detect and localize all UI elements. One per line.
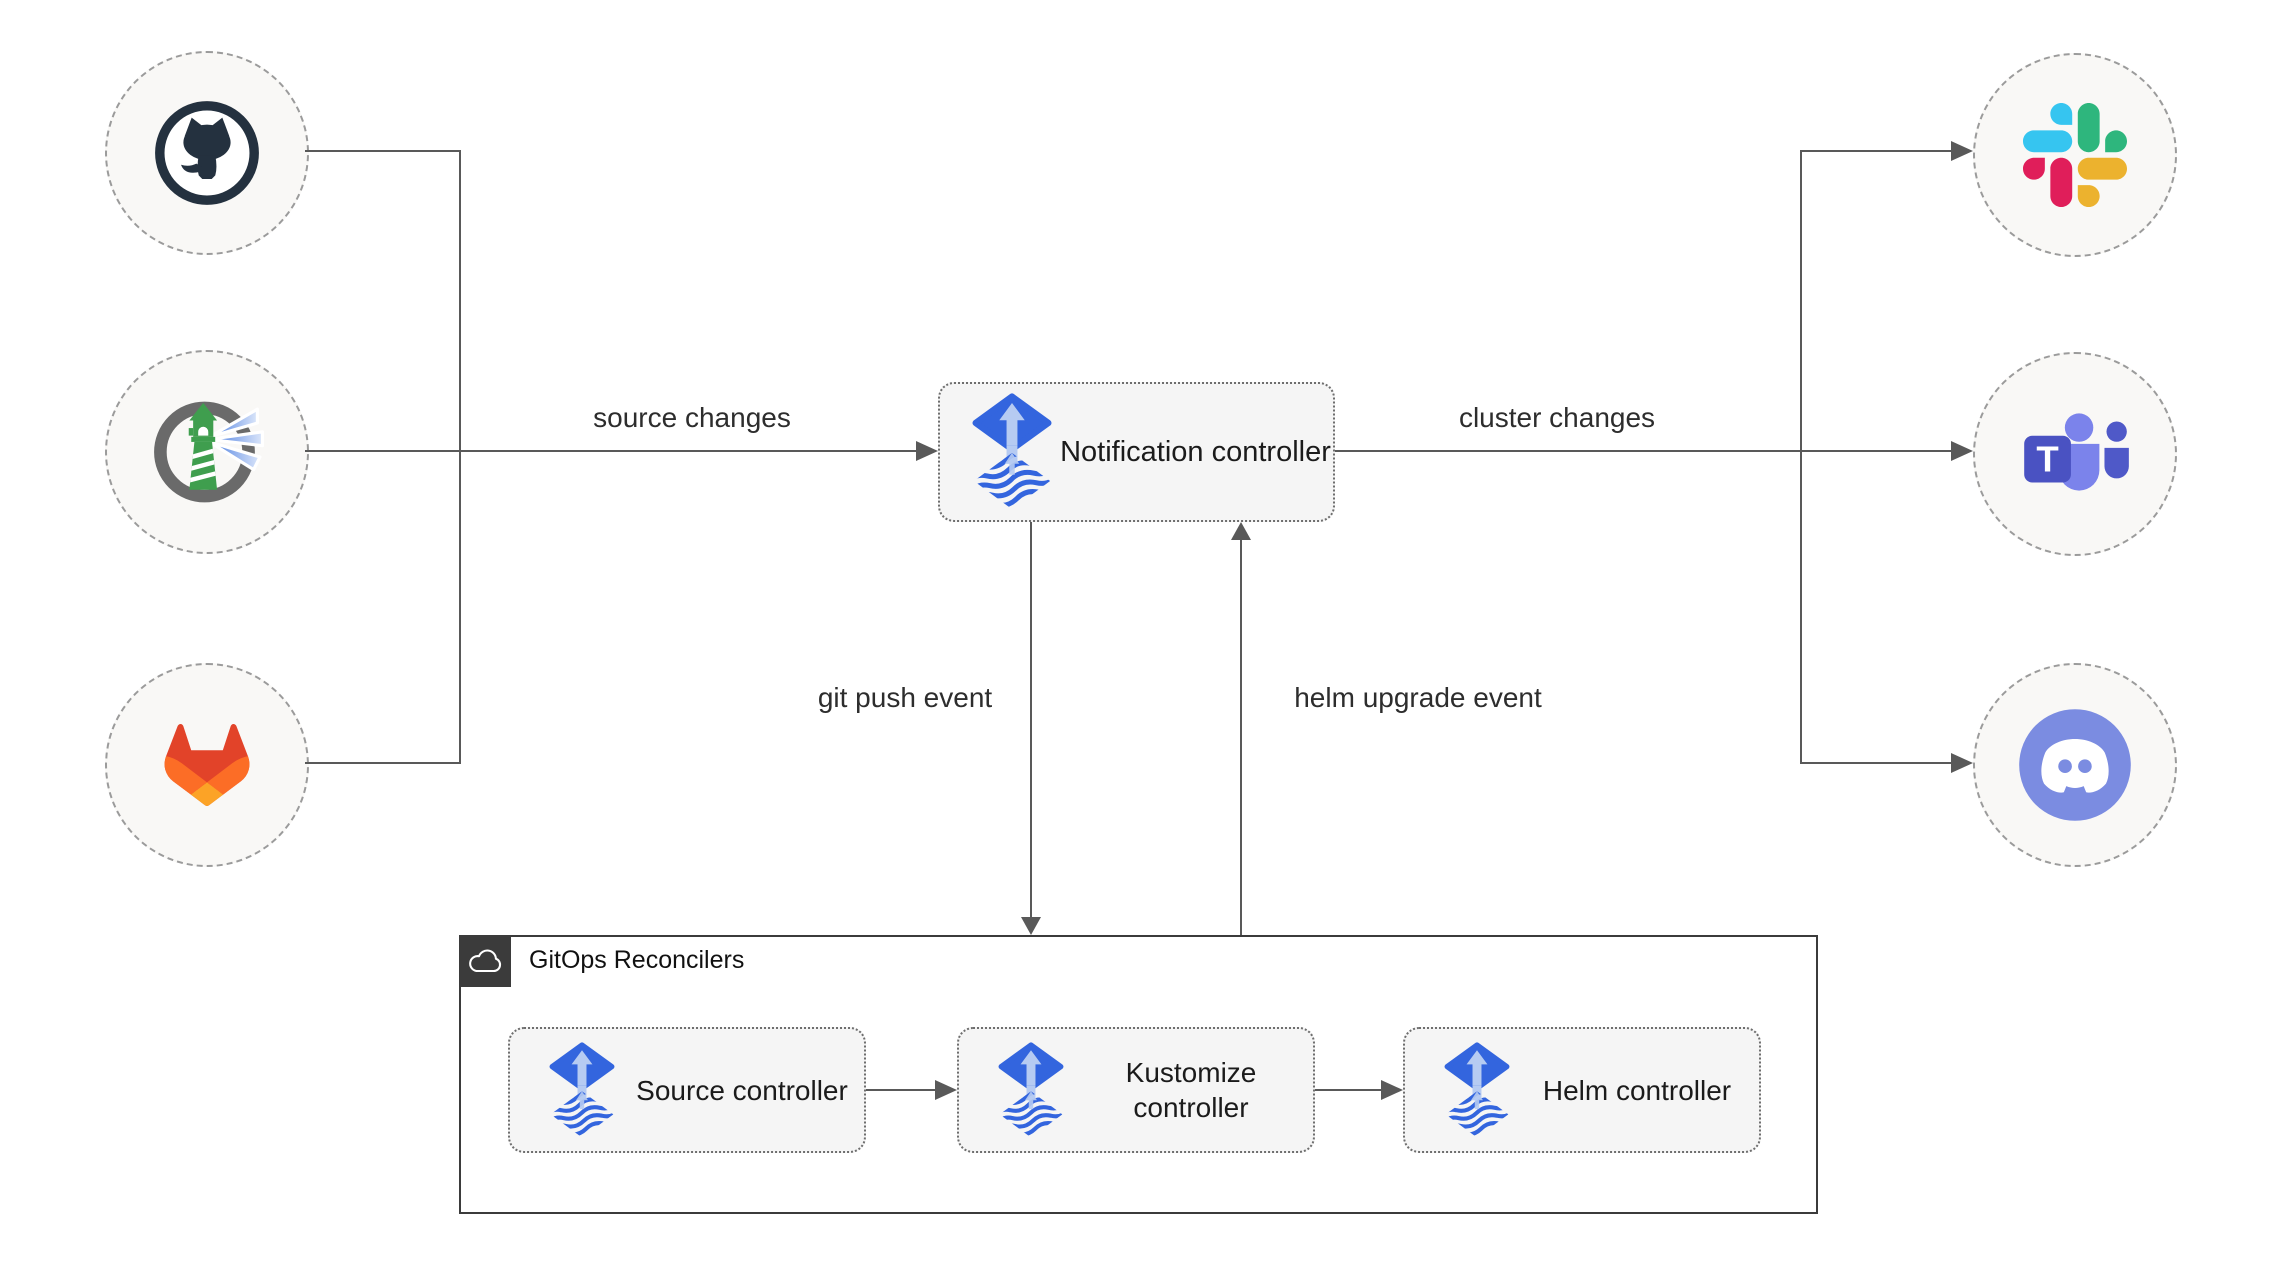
- github-icon: [148, 94, 266, 212]
- arrowhead-into-slack: [1951, 141, 1973, 161]
- kustomize-controller-label: Kustomize controller: [1125, 1057, 1257, 1123]
- gitops-reconcilers-title: GitOps Reconcilers: [529, 946, 745, 974]
- edge-gitlab-to-bus: [305, 762, 460, 764]
- arrowhead-into-helm: [1381, 1080, 1403, 1100]
- edge-github-to-bus: [305, 150, 460, 152]
- source-controller-label: Source controller: [636, 1074, 848, 1106]
- edge-label-cluster-changes: cluster changes: [1458, 402, 1656, 433]
- edge-source-to-kustomize: [866, 1089, 941, 1091]
- edge-label-source-changes: source changes: [593, 402, 791, 433]
- edge-helm-upgrade-event: [1240, 540, 1242, 935]
- notification-controller-box: Notification controller: [938, 382, 1335, 522]
- edge-label-git-push-event: git push event: [817, 682, 993, 713]
- flux-icon: [544, 1042, 620, 1139]
- arrowhead-into-teams: [1951, 441, 1973, 461]
- arrowhead-into-discord: [1951, 753, 1973, 773]
- arrowhead-into-notification-from-helm: [1231, 522, 1251, 540]
- flux-icon: [966, 393, 1058, 511]
- gitops-reconcilers-badge: [459, 935, 511, 987]
- slack-icon: [2023, 103, 2127, 207]
- edge-label-helm-upgrade-event: helm upgrade event: [1294, 682, 1542, 713]
- edge-bus-to-slack: [1800, 150, 1953, 152]
- edge-left-bus: [459, 150, 461, 764]
- edge-git-push-event: [1030, 522, 1032, 920]
- target-node-teams: [1973, 352, 2177, 556]
- edge-right-bus: [1800, 150, 1802, 764]
- edge-notification-to-teams: [1335, 450, 1953, 452]
- source-node-github: [105, 51, 309, 255]
- arrowhead-into-reconcilers: [1021, 917, 1041, 935]
- arrowhead-into-kustomize: [935, 1080, 957, 1100]
- gitlab-icon: [123, 681, 291, 849]
- source-node-harbor: [105, 350, 309, 554]
- helm-controller-label: Helm controller: [1542, 1074, 1732, 1106]
- source-node-gitlab: [105, 663, 309, 867]
- teams-icon: [2012, 403, 2138, 505]
- target-node-discord: [1973, 663, 2177, 867]
- edge-kustomize-to-helm: [1315, 1089, 1383, 1091]
- helm-controller-box: Helm controller: [1403, 1027, 1761, 1153]
- kustomize-controller-box: Kustomize controller: [957, 1027, 1315, 1153]
- target-node-slack: [1973, 53, 2177, 257]
- arrowhead-into-notification: [916, 441, 938, 461]
- harbor-icon: [144, 389, 270, 515]
- edge-bus-to-discord: [1800, 762, 1953, 764]
- discord-icon: [2013, 703, 2137, 827]
- flux-icon: [993, 1042, 1069, 1139]
- notification-controller-label: Notification controller: [1060, 436, 1331, 468]
- flux-icon: [1439, 1042, 1515, 1139]
- cloud-icon: [466, 947, 504, 976]
- edge-sources-to-notification: [305, 450, 920, 452]
- source-controller-box: Source controller: [508, 1027, 866, 1153]
